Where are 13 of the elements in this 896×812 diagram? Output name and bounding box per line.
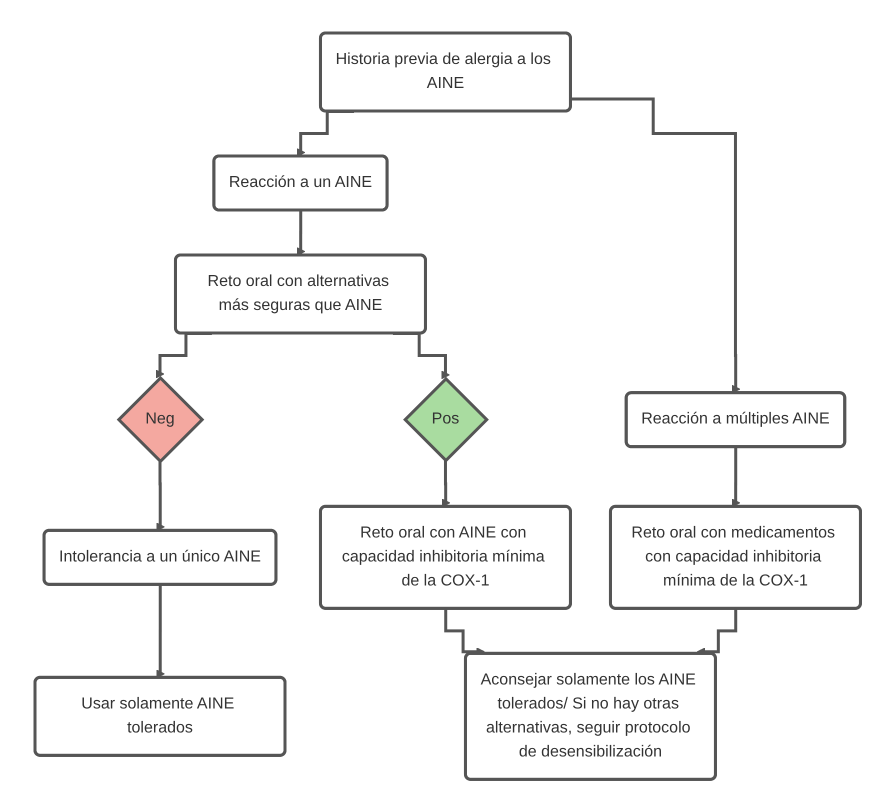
arrow [732,446,741,508]
arrow [156,460,166,532]
arrow [697,607,738,656]
arrow [393,332,450,380]
node-diamond: Pos [403,376,490,462]
arrow [156,332,212,378]
arrow [571,97,741,394]
arrow [296,110,354,157]
arrow [296,208,306,256]
node-diamond: Neg [116,376,205,464]
arrow [156,583,166,678]
arrow [442,458,451,508]
arrow [444,607,486,656]
